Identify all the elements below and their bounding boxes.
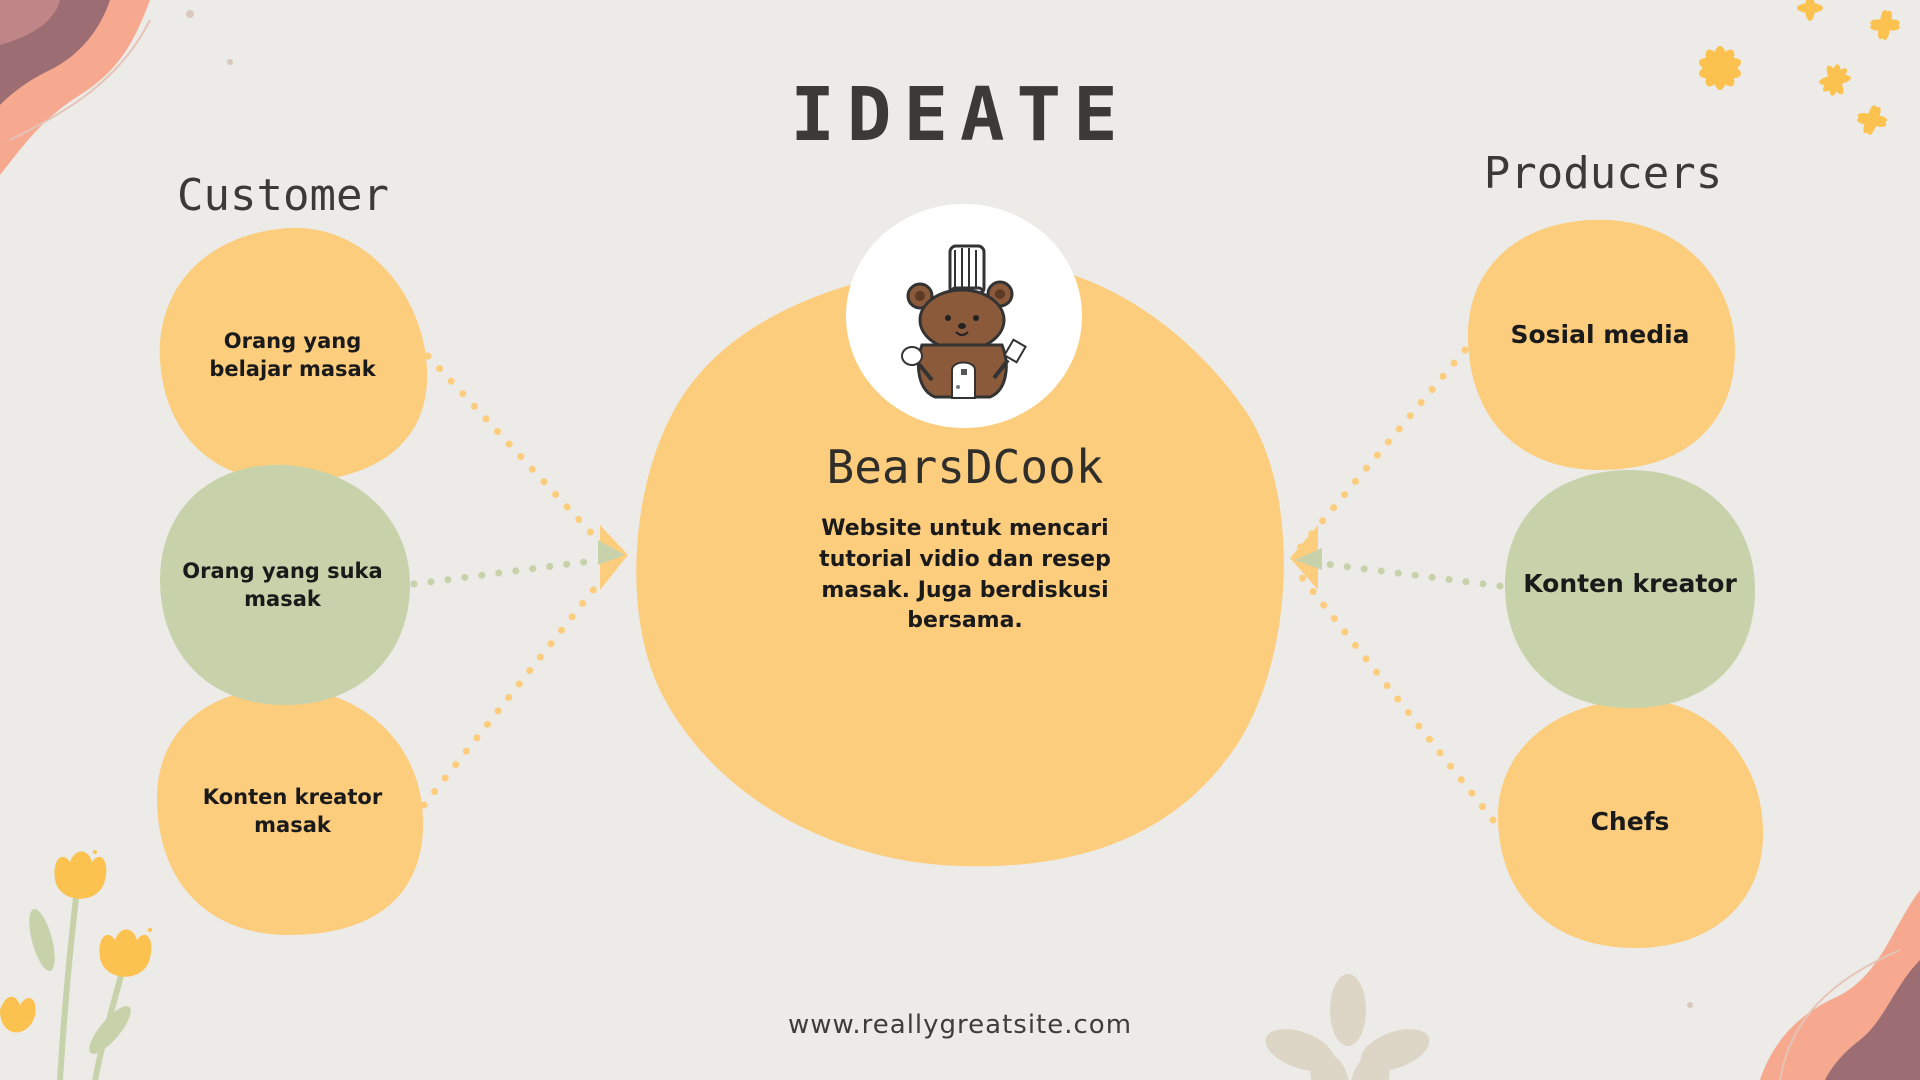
center-blob — [636, 260, 1284, 867]
customer-heading: Customer — [177, 170, 389, 221]
customer-item-2: Orang yang suka masak — [182, 558, 383, 611]
bear-chef-logo-icon — [901, 244, 1027, 399]
producers-blob-3 — [1497, 699, 1764, 948]
corner-waves-bottom-right — [1687, 890, 1920, 1080]
slide-title: IDEATE — [790, 72, 1130, 158]
producers-heading: Producers — [1483, 148, 1723, 199]
arrow-head-icon — [598, 540, 625, 565]
connector-lines-left — [410, 352, 609, 809]
customer-blob-3 — [156, 687, 424, 935]
connector-lines-right — [1296, 346, 1504, 824]
producers-item-3: Chefs — [1590, 807, 1670, 837]
producers-item-1: Sosial media — [1510, 320, 1690, 350]
customer-blob-1 — [159, 227, 428, 483]
customer-blob-2 — [160, 464, 410, 705]
flower-icon — [1698, 0, 1900, 135]
brand-description: Website untuk mencari tutorial vidio dan… — [819, 516, 1111, 634]
tulip-plant-decoration — [0, 850, 152, 1080]
producers-item-2: Konten kreator — [1523, 569, 1737, 599]
corner-waves-top-left — [0, 0, 233, 175]
producers-blob-2 — [1505, 470, 1755, 708]
arrow-head-icon — [1295, 548, 1322, 570]
brand-name: BearsDCook — [826, 440, 1104, 494]
customer-item-3: Konten kreator masak — [202, 784, 383, 837]
beige-flower-decoration — [1265, 974, 1430, 1080]
footer-url[interactable]: www.reallygreatsite.com — [787, 1010, 1133, 1040]
customer-item-1: Orang yang belajar masak — [209, 328, 376, 381]
producers-blob-1 — [1467, 219, 1735, 470]
